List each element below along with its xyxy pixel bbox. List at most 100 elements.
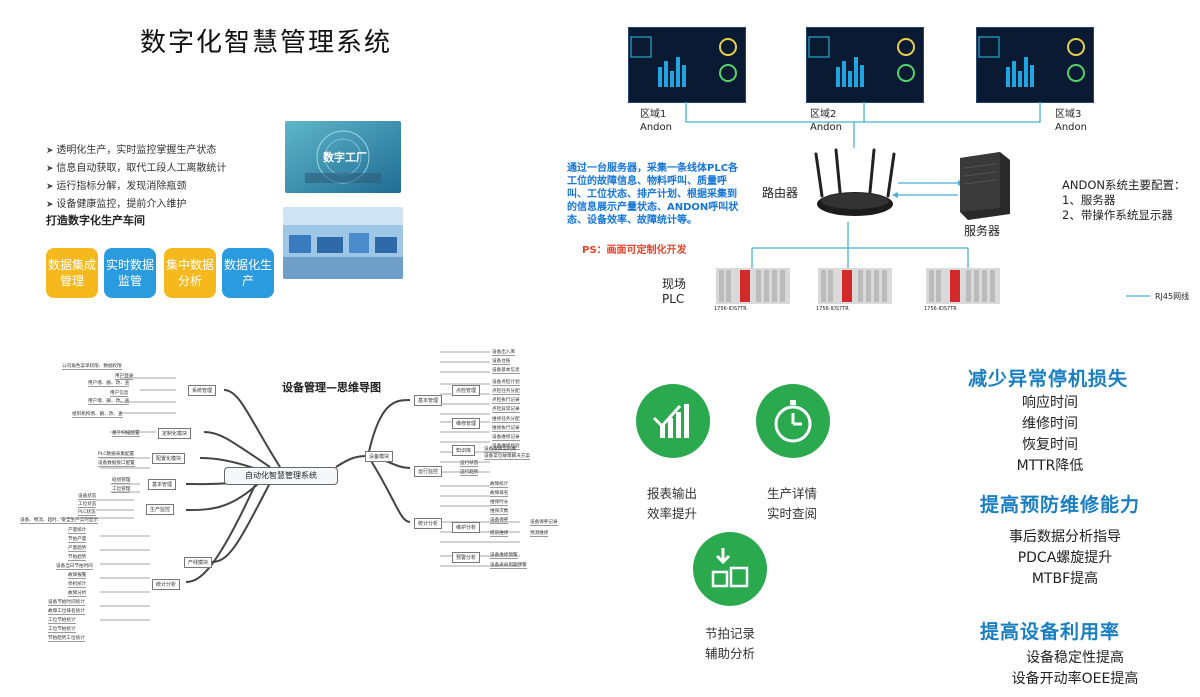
mm-leaf: 设备维修经验 [492,444,520,450]
mm-leaf: 节拍趋势工位统计 [48,636,85,642]
bullet-item: 信息自动获取，取代工段人工离散统计 [46,160,226,178]
plc-model-3: 1756-IDS7TR [924,306,957,312]
benefit-list-3: 设备稳定性提高设备开动率OEE提高 [1011,650,1139,687]
legend-rj45: RJ45网线 [1155,292,1190,301]
plc-model-1: 1756-IDS7TR [714,306,747,312]
mm-leaf: 设备维修预警 [490,553,518,559]
mm-leaf: 故障报警 [68,573,87,579]
benefit-heading-1: 减少异常停机损失 [968,368,1129,390]
server-icon [960,152,1010,220]
download-blocks-icon [711,548,749,588]
bullet-item: 透明化生产，实时监控掌握生产状态 [46,142,226,160]
feature-caption-cycle: 节拍记录辅助分析 [704,626,755,661]
mindmap-center: 自动化智慧管理系统 [224,467,338,485]
feature-caption-detail: 生产详情实时查阅 [766,486,817,521]
mm-node: 统计分析 [414,518,443,529]
mm-leaf: 故障工位排名统计 [48,609,85,615]
mm-node: 基本管理 [414,395,443,406]
mm-leaf: 点检执行记录 [492,398,520,404]
router-icon [814,148,896,216]
mm-node: 维护分析 [452,522,481,533]
mm-leaf: 设备当日节拍时间 [56,564,93,570]
mm-node: 生产监控 [146,504,175,515]
mm-leaf: 用户登录 [115,374,134,380]
mm-node: 知识库 [452,445,476,456]
mindmap-title: 设备管理—思维导图 [282,381,381,394]
dashboard-content-3 [978,36,1085,87]
mm-leaf: 产量统计 [68,528,87,534]
andon-config: ANDON系统主要配置： 1、服务器 2、带操作系统显示器 [1062,178,1186,222]
mm-leaf: 故障排名 [490,491,509,497]
feature-box-data-integration: 数据集成管理 [46,248,98,298]
mm-leaf: 产量趋势 [68,546,87,552]
bullet-item: 设备健康监控，提前介入维护 [46,196,226,214]
mm-node: 基本管理 [148,479,177,490]
mm-node: 设备模块 [365,451,394,462]
mm-node: 维修管理 [452,418,481,429]
photo-caption: 数字工厂 [323,151,367,164]
mm-leaf: 工位节拍统计 [48,618,76,624]
mm-node: 定制化模块 [158,428,192,439]
plc-rack-2 [818,268,892,304]
mm-leaf: 设备点检计划 [492,380,520,386]
plc-model-2: 1756-IDS7TR [816,306,849,312]
digital-factory-image: 数字工厂 [285,121,401,193]
mm-leaf: 维保次数 [490,509,509,515]
mm-leaf: 节拍产量 [68,537,87,543]
mm-leaf: 班组管理 [112,478,131,484]
server-label: 服务器 [964,224,1001,238]
mm-node: 点检管理 [452,385,481,396]
mm-node: 系统管理 [188,385,217,396]
mm-leaf: 设备数据接口配置 [98,461,135,467]
mm-node: 统计分析 [152,579,181,590]
mm-leaf: 设备保养 [490,518,509,524]
bullet-list: 透明化生产，实时监控掌握生产状态 信息自动获取，取代工段人工离散统计 运行指标分… [46,142,226,214]
network-lines [685,102,1150,297]
mm-node: 产线模块 [184,557,213,568]
ps-note: PS：画面可定制化开发 [582,245,687,256]
mm-leaf: 故障分析 [68,591,87,597]
feature-caption-report: 报表输出效率提升 [646,486,697,521]
feature-box-analysis: 集中数据分析 [164,248,216,298]
feature-circle-report [636,384,710,458]
factory-workshop-image [283,207,403,279]
mm-leaf: 基于扫描配置 [112,431,140,437]
feature-box-production: 数据化生产 [222,248,274,298]
mm-node: 配置化模块 [152,453,186,464]
subhead: 打造数字化生产车间 [46,214,145,227]
mm-node: 运行监控 [414,466,443,477]
feature-circle-cycle [693,532,767,606]
mm-leaf: 点检异常记录 [492,407,520,413]
mm-leaf: 故障统计 [490,482,509,488]
mm-leaf: 维修执行记录 [492,426,520,432]
mm-leaf: 设备保养记录 [530,520,558,526]
mm-leaf: 提前维修 [490,531,509,537]
mm-leaf: 维保时长 [490,500,509,506]
mm-node: 预警分析 [452,552,481,563]
dashboard-content-2 [808,36,915,87]
mm-leaf: 设备故障案例库 [484,447,517,453]
mm-leaf: 设备状态 [78,494,97,500]
mm-leaf: 用户增、删、改、查 [88,381,130,387]
mm-leaf: 公司角色菜单权限、数据权限 [62,364,122,370]
mm-leaf: 设备维修记录 [492,435,520,441]
feature-circle-detail [756,384,830,458]
stopwatch-icon [774,400,812,443]
mm-leaf: 用户增、删、改、查 [88,399,130,405]
plc-rack-1 [716,268,790,304]
mm-leaf: 工位节拍统计 [48,627,76,633]
mm-leaf: 预测维修 [530,531,549,537]
mm-leaf: 设备出入库 [492,350,515,356]
mm-leaf: 设备常见故障解决方案 [484,454,530,460]
mm-leaf: 组织机构增、删、改、查 [72,412,123,418]
mm-leaf: 节拍趋势 [68,555,87,561]
mm-leaf: 工位状态 [78,502,97,508]
system-description: 通过一台服务器，采集一条线体PLC各工位的故障信息、物料呼叫、质量呼叫、工位状态… [567,163,739,226]
benefit-heading-3: 提高设备利用率 [980,621,1121,643]
mm-leaf: PLC状态 [78,510,96,516]
